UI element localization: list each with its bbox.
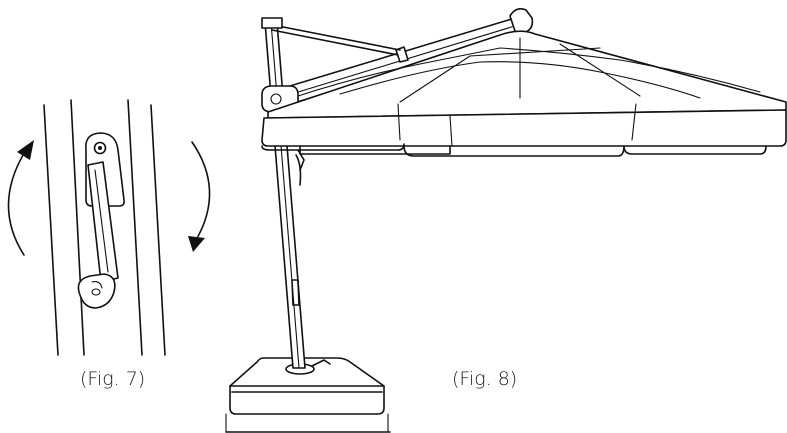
fig7-crank-arm <box>87 161 119 283</box>
fig8-mast-pole <box>264 21 306 369</box>
fig7-crank-knob <box>77 273 116 309</box>
fig7-pole <box>43 99 166 356</box>
fig8-canopy <box>261 30 787 157</box>
fig8-upper-strut <box>261 17 401 56</box>
fig8-caption: (Fig. 8) <box>452 368 518 390</box>
fig7-caption: (Fig. 7) <box>80 368 146 390</box>
fig8-weighted-base <box>225 357 391 433</box>
fig7-rotate-clockwise-arrow <box>188 141 211 252</box>
fig7-rotate-counterclockwise-arrow <box>7 140 34 256</box>
